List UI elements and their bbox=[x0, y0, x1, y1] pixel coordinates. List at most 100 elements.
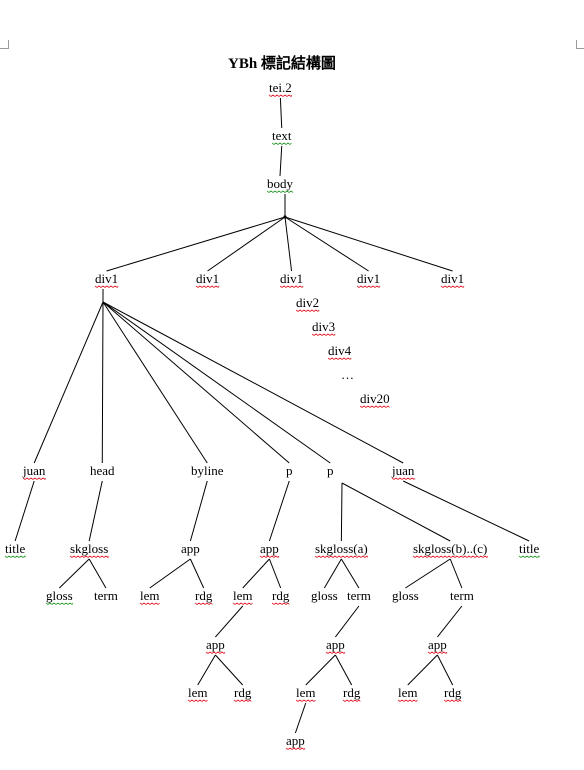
spellcheck-underline bbox=[271, 602, 290, 605]
spellcheck-underline bbox=[427, 651, 448, 655]
node-juan2: juan bbox=[391, 463, 415, 478]
edge-app4-rdg4 bbox=[334, 654, 353, 686]
edge-app3-rdg3 bbox=[215, 654, 244, 686]
spellcheck-underline bbox=[268, 94, 293, 98]
edge-div1a-juan1 bbox=[33, 301, 104, 464]
node-rdg5: rdg bbox=[444, 685, 462, 700]
spellcheck-underline bbox=[69, 555, 109, 559]
edge-body-div1d bbox=[284, 216, 369, 272]
spellcheck-underline bbox=[271, 142, 292, 146]
spellcheck-underline bbox=[311, 333, 336, 337]
node-byline: byline bbox=[191, 463, 224, 478]
node-div3: div3 bbox=[312, 319, 335, 334]
node-skglossA: skgloss(a) bbox=[315, 541, 368, 556]
edge-text-body bbox=[279, 145, 283, 177]
edge-juan1-title1 bbox=[14, 480, 35, 542]
edge-p1-app2 bbox=[268, 480, 290, 542]
edges bbox=[14, 97, 530, 734]
node-term3: term bbox=[450, 588, 474, 603]
edge-term3-app5 bbox=[436, 605, 463, 638]
spellcheck-underline bbox=[518, 555, 540, 558]
edge-div1a-juan2 bbox=[102, 301, 404, 464]
node-rdg4: rdg bbox=[343, 685, 361, 700]
spellcheck-underline bbox=[4, 555, 26, 558]
edge-body-div1a bbox=[106, 216, 286, 272]
node-div2: div2 bbox=[296, 295, 319, 310]
spellcheck-underline bbox=[232, 602, 253, 606]
diagram-title: YBh 標記結構圖 bbox=[228, 56, 336, 72]
node-skglossB: skgloss(b)..(c) bbox=[413, 541, 487, 556]
edge-app3-lem3 bbox=[197, 654, 216, 686]
spellcheck-underline bbox=[397, 699, 418, 703]
spellcheck-underline bbox=[279, 285, 304, 289]
node-div1b: div1 bbox=[196, 271, 219, 286]
edge-app5-lem5 bbox=[407, 654, 438, 686]
edge-div1a-p2 bbox=[102, 301, 331, 464]
spellcheck-underline bbox=[440, 285, 465, 289]
node-term1: term bbox=[94, 588, 118, 603]
ellipsis: … bbox=[341, 367, 354, 382]
edge-app2-rdg2 bbox=[268, 558, 282, 589]
edge-skglossB-term3 bbox=[449, 558, 463, 589]
spellcheck-underline bbox=[443, 699, 462, 702]
edge-body-div1b bbox=[207, 216, 286, 272]
node-lem4: lem bbox=[296, 685, 316, 700]
edge-app4-lem4 bbox=[305, 654, 336, 686]
edge-skglossA-gloss2 bbox=[323, 558, 342, 589]
spellcheck-underline bbox=[94, 285, 119, 289]
node-app3: app bbox=[206, 637, 225, 652]
node-app4: app bbox=[326, 637, 345, 652]
node-title2: title bbox=[519, 541, 539, 556]
page-corner-mark-right bbox=[576, 40, 584, 49]
spellcheck-underline bbox=[139, 602, 160, 606]
edge-app1-lem1 bbox=[149, 558, 191, 589]
spellcheck-underline bbox=[22, 477, 46, 481]
spellcheck-underline bbox=[266, 190, 294, 193]
node-gloss3: gloss bbox=[392, 588, 419, 603]
node-gloss1: gloss bbox=[46, 588, 73, 603]
spellcheck-underline bbox=[356, 285, 381, 289]
edge-byline-app1 bbox=[189, 480, 208, 542]
node-term2: term bbox=[347, 588, 371, 603]
spellcheck-underline bbox=[295, 309, 320, 313]
node-div4: div4 bbox=[328, 343, 352, 358]
edge-body-div1e bbox=[284, 216, 453, 272]
edge-head-skgloss bbox=[88, 480, 103, 542]
edge-term2-app4 bbox=[334, 605, 360, 638]
node-app1: app bbox=[181, 541, 200, 556]
node-tei2: tei.2 bbox=[269, 80, 292, 95]
edge-body-div1c bbox=[284, 216, 293, 272]
edge-app5-rdg5 bbox=[436, 654, 454, 686]
node-gloss2: gloss bbox=[311, 588, 338, 603]
edge-p2-skglossA bbox=[340, 482, 343, 542]
spellcheck-underline bbox=[325, 651, 346, 655]
edge-div1a-byline bbox=[102, 301, 208, 464]
node-div1e: div1 bbox=[441, 271, 464, 286]
node-juan1: juan bbox=[22, 463, 46, 478]
edge-skgloss-gloss1 bbox=[59, 558, 90, 589]
node-p2: p bbox=[327, 463, 334, 478]
edge-div1a-p1 bbox=[102, 301, 290, 464]
edge-lem2-app3 bbox=[215, 605, 244, 638]
spellcheck-underline bbox=[45, 602, 74, 606]
node-app6: app bbox=[286, 733, 305, 748]
edge-skglossA-term2 bbox=[340, 558, 360, 589]
edge-div1a-head bbox=[101, 301, 104, 464]
spellcheck-underline bbox=[285, 747, 306, 751]
node-app2: app bbox=[260, 541, 279, 556]
node-skgloss: skgloss bbox=[70, 541, 108, 556]
spellcheck-underline bbox=[327, 357, 352, 361]
edge-skgloss-term1 bbox=[88, 558, 107, 589]
spellcheck-underline bbox=[205, 651, 226, 655]
edge-skglossB-gloss3 bbox=[405, 558, 451, 589]
spellcheck-underline bbox=[412, 555, 488, 559]
node-rdg2: rdg bbox=[272, 588, 290, 603]
spellcheck-underline bbox=[194, 602, 213, 605]
edge-tei2-text bbox=[279, 97, 283, 129]
edge-p2-skglossB bbox=[341, 482, 451, 542]
node-rdg3: rdg bbox=[234, 685, 252, 700]
spellcheck-underline bbox=[233, 699, 252, 702]
node-app5: app bbox=[428, 637, 447, 652]
